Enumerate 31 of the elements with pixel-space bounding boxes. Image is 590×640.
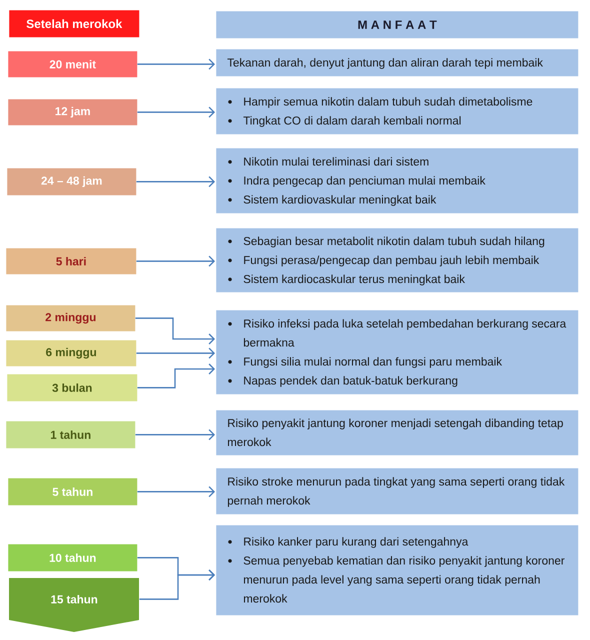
benefit-box: Risiko stroke menurun pada tingkat yang sama seperti orang tidak pernah merokok (216, 468, 578, 514)
time-box: 10 tahun (8, 544, 138, 572)
benefit-box: Nikotin mulai tereliminasi dari sistem Indra pengecap dan penciuman mulai membaik Sistem kardiovaskular meningkat baik (216, 148, 578, 214)
benefit-box: Sebagian besar metabolit nikotin dalam tubuh sudah hilang Fungsi perasa/pengecap dan pembau jauh lebih membaik Sistem kardiocaskular terus meningkat baik (216, 228, 578, 292)
arrow (136, 348, 215, 359)
arrow (137, 486, 215, 498)
time-box: 20 menit (8, 51, 138, 78)
header-box: M A N F A A T (216, 11, 578, 38)
benefit-box: Risiko kanker paru kurang dari setengahnya Semua penyebab kematian dan risiko penyakit jantung koroner menurun pada level yang sama seperti orang tidak pernah merokok (216, 525, 578, 616)
time-box: 2 minggu (6, 305, 136, 332)
header-box: Setelah merokok (9, 10, 140, 38)
benefit-box: Risiko penyakit jantung koroner menjadi setengah dibanding tetap merokok (216, 410, 578, 456)
time-box: 6 minggu (6, 340, 136, 366)
benefit-box: Hampir semua nikotin dalam tubuh sudah dimetabolisme Tingkat CO di dalam darah kembali normal (216, 88, 578, 134)
chevron-box: 15 tahun (9, 578, 139, 632)
elbow-arrow (135, 318, 215, 344)
time-box: 1 tahun (6, 421, 136, 448)
time-box: 5 hari (6, 248, 136, 274)
arrow (135, 429, 215, 440)
benefit-box: Risiko infeksi pada luka setelah pembedahan berkurang secara bermakna Fungsi silia mulai normal dan fungsi paru membaik Napas pendek dan batuk-batuk berkurang (216, 310, 578, 394)
time-box: 12 jam (8, 99, 138, 126)
time-box: 3 bulan (7, 374, 138, 402)
arrow (137, 106, 215, 118)
arrow (137, 58, 215, 70)
elbow-arrow (137, 364, 215, 388)
time-box: 5 tahun (8, 478, 138, 506)
time-box: 24 – 48 jam (7, 168, 136, 196)
elbow-arrow (139, 570, 215, 600)
benefit-box: Tekanan darah, denyut jantung dan aliran darah tepi membaik (216, 49, 578, 76)
arrow (136, 256, 215, 267)
arrow (136, 176, 215, 188)
